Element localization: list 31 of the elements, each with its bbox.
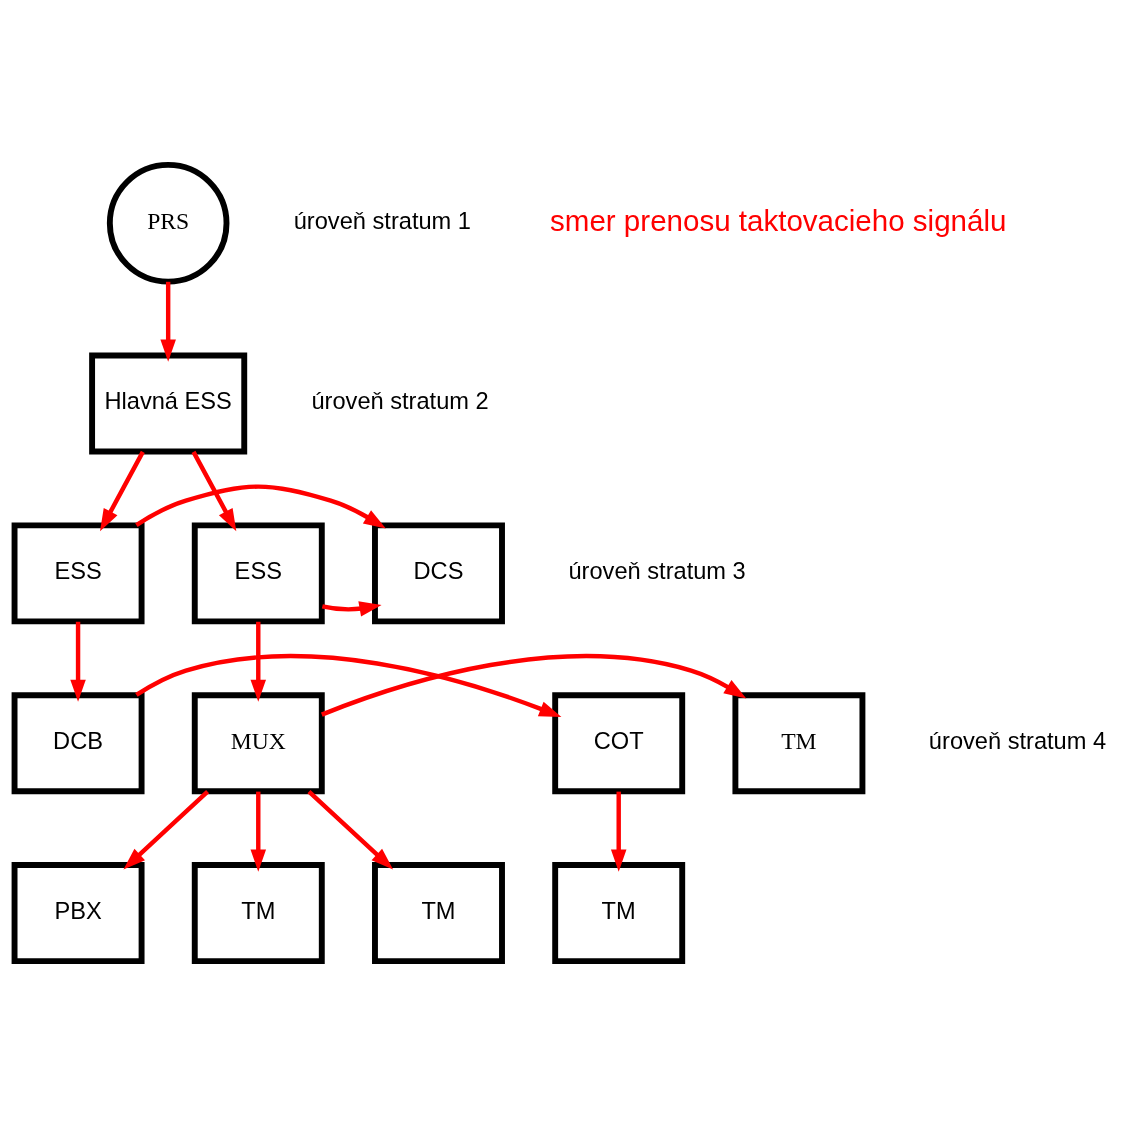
label: úroveň stratum 1 [293, 207, 471, 234]
arrow [321, 601, 382, 617]
arrow [70, 621, 86, 702]
arrow [135, 484, 386, 529]
node-box: TM [552, 862, 686, 965]
node-box: TM [732, 692, 866, 795]
arrow [610, 791, 627, 872]
arrow [100, 450, 145, 532]
label: úroveň stratum 2 [311, 388, 489, 415]
node-box: DCB [11, 692, 145, 795]
node-box: Hlavná ESS [89, 352, 248, 455]
node-box: PBX [11, 862, 145, 965]
arrow [191, 450, 237, 532]
node-box: MUX [191, 692, 325, 795]
arrow [250, 621, 267, 702]
node-box: TM [191, 862, 325, 965]
arrow [160, 281, 176, 362]
node-box: COT [552, 692, 686, 795]
label: úroveň stratum 3 [568, 557, 746, 584]
node-circle: PRS [106, 161, 230, 285]
arrow [250, 791, 267, 872]
arrow [123, 790, 210, 870]
node-box: DCS [372, 522, 505, 625]
arrow [307, 790, 394, 870]
label: smer prenosu taktovacieho signálu [550, 203, 1007, 237]
node-box: TM [372, 862, 505, 965]
label: úroveň stratum 4 [928, 727, 1107, 754]
arrow [135, 654, 562, 718]
arrow [321, 654, 747, 717]
node-box: ESS [11, 522, 145, 625]
node-box: ESS [191, 522, 325, 625]
